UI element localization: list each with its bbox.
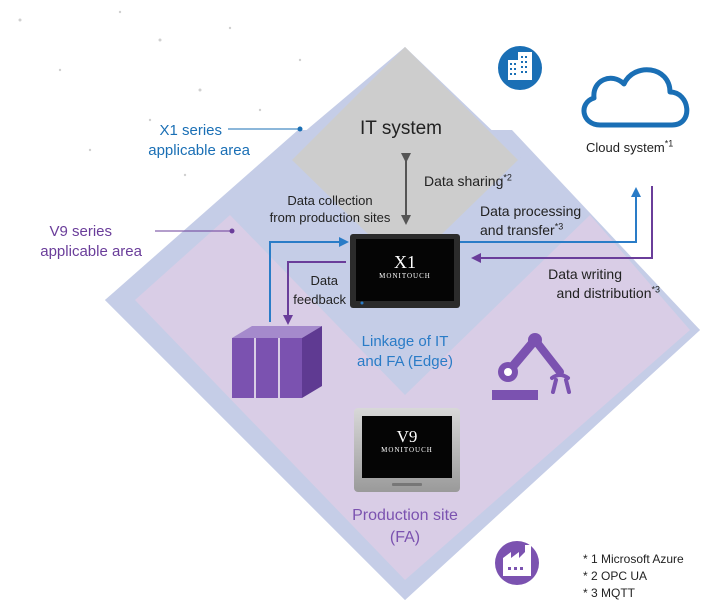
building-icon [498, 46, 542, 90]
data-processing-label: Data processing and transfer*3 [480, 202, 581, 240]
x1-area-line2: applicable area [148, 142, 250, 159]
x1-brand-label: MONITOUCH [379, 272, 431, 280]
x1-device [350, 234, 460, 308]
v9-brand-label: MONITOUCH [381, 446, 433, 454]
production-site-line2: (FA) [389, 529, 421, 546]
data-processing-footnote-ref: *3 [554, 221, 564, 232]
data-writing-line2-wrap: and distribution*3 [488, 284, 660, 303]
data-writing-label: Data writing and distribution*3 [488, 265, 660, 303]
v9-applicable-area [135, 215, 690, 580]
cloud-system-text: Cloud system [586, 140, 665, 155]
data-collection-arrow [269, 237, 349, 322]
cloud-system-label: Cloud system*1 [586, 138, 674, 155]
data-writing-line1: Data writing [548, 266, 622, 282]
data-feedback-label: Data feedback [286, 271, 346, 309]
data-writing-arrow [471, 186, 653, 263]
data-processing-line2-wrap: and transfer*3 [480, 221, 581, 240]
cloud-system-footnote-ref: *1 [664, 138, 674, 149]
x1-model-label: X1 [394, 252, 416, 272]
data-processing-arrow [460, 187, 641, 243]
data-writing-line2: and distribution [556, 285, 652, 301]
linkage-label: Linkage of IT and FA (Edge) [335, 332, 475, 372]
it-system-label: IT system [360, 118, 442, 139]
data-processing-line1: Data processing [480, 203, 582, 219]
data-collection-line2: from production sites [269, 210, 391, 225]
data-feedback-line1: Data [310, 273, 338, 288]
data-feedback-line2: feedback [293, 292, 346, 307]
decorative-network-dots [18, 10, 302, 177]
cloud-icon [581, 67, 690, 128]
footnote-3: * 3 MQTT [583, 586, 636, 600]
factory-icon [495, 541, 539, 585]
v9-device [354, 408, 460, 492]
data-processing-line2: and transfer [480, 222, 555, 238]
x1-area-line1: X1 series [159, 122, 222, 139]
v9-model-label: V9 [396, 427, 418, 446]
x1-applicable-area-diamond [105, 47, 700, 600]
data-sharing-label: Data sharing*2 [424, 173, 512, 189]
x1-area-label: X1 series applicable area [100, 121, 250, 161]
v9-area-line1: V9 series [49, 223, 112, 240]
x1-screen-text: X1 MONITOUCH [356, 252, 454, 280]
production-site-line1: Production site [352, 507, 458, 524]
data-sharing-footnote-ref: *2 [503, 172, 512, 183]
footnote-2: * 2 OPC UA [583, 569, 648, 583]
data-sharing-text: Data sharing [424, 173, 504, 189]
linkage-line1: Linkage of IT [361, 333, 449, 350]
production-site-label: Production site (FA) [320, 505, 490, 549]
v9-screen-text: V9 MONITOUCH [362, 427, 452, 454]
data-collection-line1: Data collection [287, 193, 373, 208]
robot-arm-icon [492, 333, 571, 400]
footnotes: * 1 Microsoft Azure * 2 OPC UA * 3 MQTT [583, 551, 684, 602]
data-collection-label: Data collection from production sites [256, 192, 404, 226]
linkage-line2: and FA (Edge) [357, 353, 453, 370]
data-feedback-arrow [283, 261, 346, 325]
v9-area-label: V9 series applicable area [0, 222, 142, 262]
data-writing-footnote-ref: *3 [651, 284, 660, 295]
v9-area-line2: applicable area [40, 243, 142, 260]
footnote-1: * 1 Microsoft Azure [583, 552, 684, 566]
boxes-icon [232, 326, 322, 398]
